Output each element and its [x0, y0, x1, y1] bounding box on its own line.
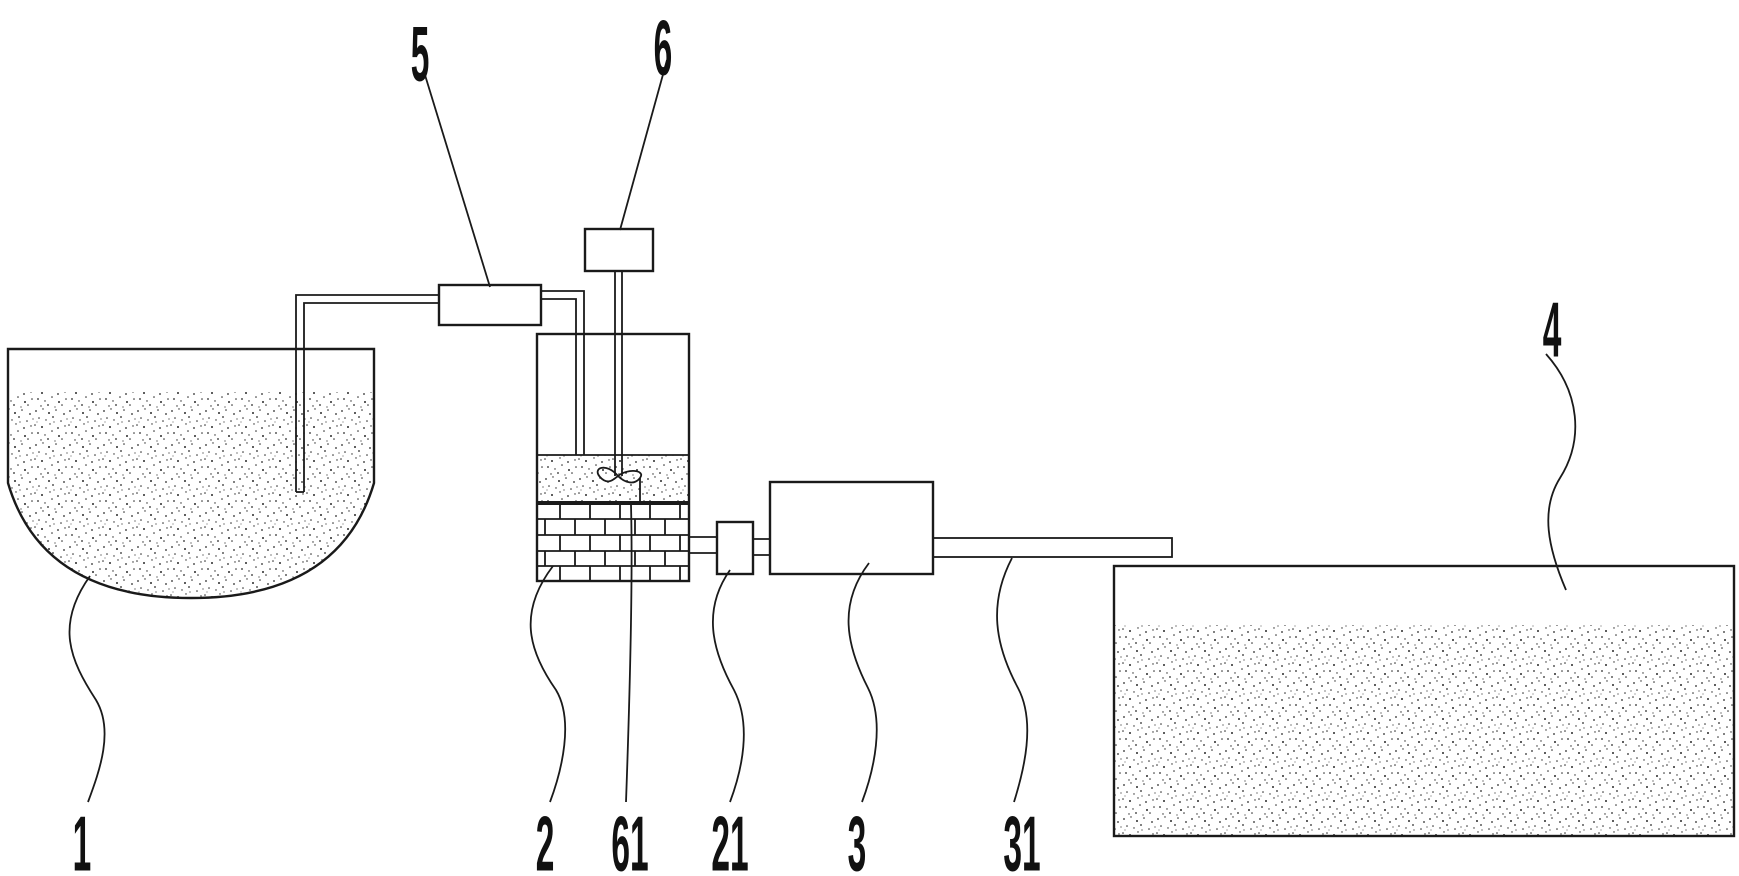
connector-pipe: [753, 538, 770, 556]
processing-unit-box: [768, 480, 935, 576]
label-5: 5: [411, 9, 430, 97]
leader-line-3: [847, 562, 878, 803]
label-2: 2: [536, 799, 555, 876]
collection-tank-liquid: [1114, 625, 1734, 836]
pump-box: [437, 283, 543, 327]
feed-tank-outline: [6, 347, 376, 600]
label-1: 1: [73, 799, 92, 876]
label-3: 3: [848, 799, 867, 876]
leader-line-1: [68, 575, 106, 803]
suction-pipe: [295, 294, 439, 493]
label-4: 4: [1543, 285, 1562, 373]
label-21: 21: [711, 799, 748, 876]
label-31: 31: [1003, 799, 1040, 876]
discharge-pipe: [932, 537, 1173, 558]
label-61: 61: [611, 799, 648, 876]
leader-line-2: [529, 565, 567, 803]
valve-box: [715, 520, 755, 576]
leader-line-21: [712, 569, 745, 803]
filter-brick-layer: [537, 501, 689, 581]
stirrer-motor-box: [583, 227, 655, 273]
reactor-outline: [535, 332, 691, 583]
reactor-vessel: [535, 332, 691, 583]
labels: 1 2 61 21 3 31 4 5 6: [73, 3, 1562, 876]
outlet-pipe: [689, 536, 717, 554]
leader-line-4: [1545, 353, 1577, 591]
collection-tank: [1112, 564, 1736, 838]
leader-line-5: [424, 74, 491, 288]
leader-line-61: [625, 504, 633, 803]
feed-tank: [6, 347, 376, 600]
label-6: 6: [654, 3, 673, 91]
stirrer-assembly: [583, 227, 655, 505]
collection-tank-outline: [1112, 564, 1736, 838]
leader-line-6: [619, 59, 668, 231]
leader-lines: [68, 59, 1577, 803]
impeller-icon: [596, 466, 643, 484]
leader-line-31: [996, 557, 1029, 803]
feed-tank-liquid: [8, 392, 374, 598]
